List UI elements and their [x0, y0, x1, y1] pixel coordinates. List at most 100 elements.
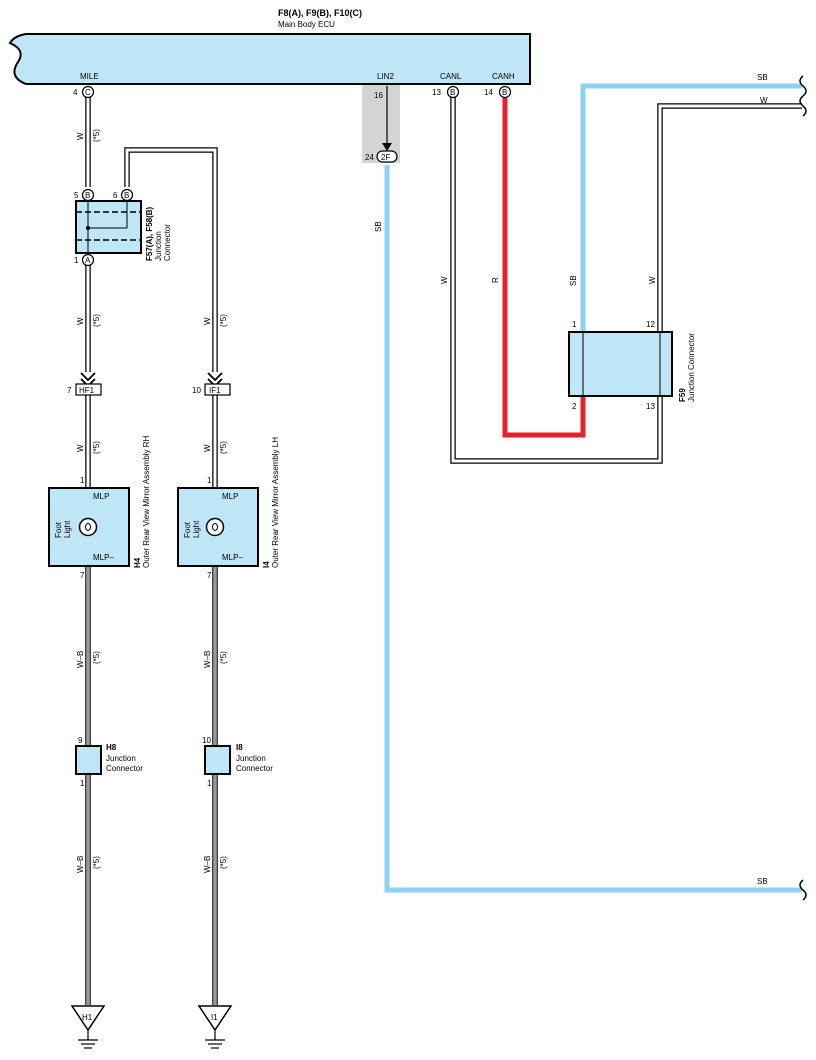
- h8-line-2: Connector: [106, 764, 143, 773]
- f57-pin5-conn: B: [85, 191, 90, 200]
- f57-name-2: Connector: [163, 224, 172, 261]
- wire-label: W: [76, 132, 85, 140]
- i8-junction-connector: 10 1 I8 Junction Connector: [202, 736, 273, 788]
- ecu-pin-canl-label: CANL: [440, 72, 462, 81]
- wire-label: SB: [569, 275, 578, 286]
- connector-hf1: 7 HF1: [67, 372, 102, 396]
- wire-labels: W (*5) W (*5) W (*5) W (*5) W (*5) W–B (…: [76, 73, 768, 886]
- wire-sb-f59: [580, 83, 802, 332]
- h8-pin-bottom: 1: [80, 779, 85, 788]
- wire-label: W: [760, 96, 768, 105]
- h4-pin-top: 1: [80, 476, 85, 485]
- wire-label: SB: [757, 877, 768, 886]
- pin-num-canh: 14: [484, 88, 493, 97]
- pin-conn-canh: B: [502, 88, 507, 97]
- f57-pin6-num: 6: [113, 191, 118, 200]
- h4-mirror-rh: 1 MLP MLP– Foot Light 7 H4 Outer Rear Vi…: [48, 435, 151, 580]
- i8-pin-top: 10: [202, 736, 211, 745]
- h8-pin-top: 9: [78, 736, 83, 745]
- f59-ref: F59: [678, 388, 687, 402]
- ground-i1: I1: [197, 1005, 233, 1049]
- h8-junction-connector: 9 1 H8 Junction Connector: [75, 736, 143, 788]
- wire-label: W: [203, 317, 212, 325]
- ground-h1-label: H1: [82, 1013, 93, 1022]
- f57-junction-connector: 5 B 6 B 1 A F57(A), F58(B) Junction Conn…: [74, 188, 172, 267]
- if1-num: 10: [192, 386, 201, 395]
- i8-pin-bottom: 1: [207, 779, 212, 788]
- ecu-box: [8, 33, 531, 85]
- wire-label: W–B: [76, 856, 85, 873]
- inline-2f-label: 2F: [381, 153, 390, 162]
- i4-light-1: Foot: [183, 521, 192, 538]
- wire-label: W–B: [203, 651, 212, 668]
- h4-light-2: Light: [63, 520, 72, 538]
- f59-pin12: 12: [646, 320, 655, 329]
- h4-pin-bottom: 7: [80, 571, 85, 580]
- wire-label: W: [648, 276, 657, 284]
- h4-mlp: MLP: [93, 492, 109, 501]
- wire-label: W–B: [203, 856, 212, 873]
- wire-note: (*5): [92, 441, 101, 454]
- i4-pin-top: 1: [207, 476, 212, 485]
- foot-light-bulb-icon: [78, 517, 98, 537]
- f57-ref: F57(A), F58(B): [145, 206, 154, 261]
- ground-i1-label: I1: [211, 1013, 218, 1022]
- wire-label: SB: [374, 221, 383, 232]
- if1-label: IF1: [209, 386, 221, 395]
- wire-label: W–B: [76, 651, 85, 668]
- connector-if1: 10 IF1: [192, 372, 231, 396]
- i4-mirror-lh: 1 MLP MLP– Foot Light 7 I4 Outer Rear Vi…: [177, 437, 280, 580]
- ground-h1: H1: [70, 1005, 106, 1049]
- ground-icon: [197, 1005, 233, 1032]
- f57-pin5-num: 5: [74, 191, 79, 200]
- wire-label: W: [440, 276, 449, 284]
- wire-note: (*5): [219, 441, 228, 454]
- i4-pin-bottom: 7: [207, 571, 212, 580]
- f59-pin1: 1: [572, 320, 577, 329]
- i8-ref: I8: [236, 743, 243, 752]
- wire-r-canh: [502, 97, 586, 438]
- wire-break-marks: [799, 75, 807, 901]
- wire-note: (*5): [92, 129, 101, 142]
- wire-label: W: [76, 317, 85, 325]
- wire-sb-lin2: [384, 165, 802, 893]
- ecu-ref: F8(A), F9(B), F10(C): [278, 8, 362, 18]
- wire-note: (*5): [92, 314, 101, 327]
- i4-ref: I4: [262, 561, 271, 568]
- wire-label: R: [491, 277, 500, 283]
- h4-name: Outer Rear View Mirror Assembly RH: [142, 435, 151, 568]
- i8-line-2: Connector: [236, 764, 273, 773]
- foot-light-bulb-icon: [205, 517, 225, 537]
- h8-ref: H8: [106, 743, 117, 752]
- inline-2f-num: 24: [365, 153, 374, 162]
- wire-note: (*5): [219, 856, 228, 869]
- lin2-inline-shade: [362, 85, 400, 163]
- f57-pin6-conn: B: [124, 191, 129, 200]
- i4-name: Outer Rear View Mirror Assembly LH: [271, 437, 280, 568]
- f57-name-1: Junction: [154, 231, 163, 261]
- f59-junction-connector: 1 12 2 13 F59 Junction Connector: [568, 320, 696, 411]
- wire-note: (*5): [92, 651, 101, 664]
- inline-connector-2f: 24 2F: [365, 150, 398, 163]
- wires: [85, 83, 802, 1005]
- wire-label: W: [76, 444, 85, 452]
- h8-line-1: Junction: [106, 754, 136, 763]
- ecu-pin-mile-label: MILE: [80, 72, 99, 81]
- i8-line-1: Junction: [236, 754, 266, 763]
- wire-note: (*5): [219, 314, 228, 327]
- wire-label: SB: [757, 73, 768, 82]
- ecu-pin-canh-label: CANH: [492, 72, 515, 81]
- ground-icon: [70, 1005, 106, 1032]
- wire-note: (*5): [92, 856, 101, 869]
- f59-name: Junction Connector: [687, 333, 696, 402]
- h4-mlpm: MLP–: [93, 553, 114, 562]
- f59-pin2: 2: [572, 402, 577, 411]
- hf1-num: 7: [67, 386, 72, 395]
- wire-note: (*5): [219, 651, 228, 664]
- i4-mlp: MLP: [222, 492, 238, 501]
- pin-conn-mile: C: [85, 88, 91, 97]
- main-body-ecu: F8(A), F9(B), F10(C) Main Body ECU MILE …: [8, 8, 531, 85]
- pin-num-mile: 4: [73, 88, 78, 97]
- pin-num-canl: 13: [432, 88, 441, 97]
